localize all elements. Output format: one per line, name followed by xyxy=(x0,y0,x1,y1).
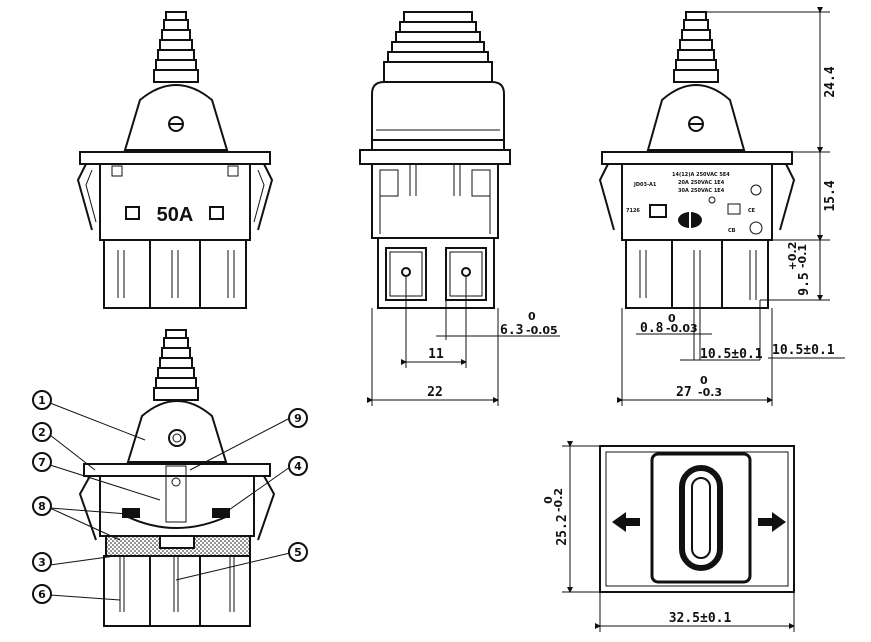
section-knob-stem xyxy=(153,329,199,401)
front-window-left xyxy=(125,206,140,220)
right-dim-height-pin: 9.5 xyxy=(797,272,812,295)
top-dim-width-lower: -0.2 xyxy=(552,488,565,512)
side-flange xyxy=(359,149,511,165)
right-view: 14(12)A 250VAC 5E4 20A 250VAC 1E4 30A 25… xyxy=(598,7,845,406)
callout-5: 5 xyxy=(288,542,308,562)
front-view: 50A xyxy=(76,11,274,309)
right-dim-pin-thickness: 0.8 xyxy=(640,321,664,336)
right-window xyxy=(649,204,667,218)
side-view: 11 22 6.3 0 -0.05 xyxy=(359,11,560,406)
section-skirt xyxy=(103,555,251,627)
right-dim-body-width: 27 xyxy=(676,385,692,400)
svg-text:8: 8 xyxy=(38,500,46,513)
right-rating-line-2: 20A 250VAC 1E4 xyxy=(678,180,725,186)
front-flange xyxy=(79,151,271,165)
callout-9: 9 xyxy=(288,408,308,428)
right-rating-line-3: 30A 250VAC 1E4 xyxy=(678,188,725,194)
right-flange xyxy=(601,151,793,165)
arrow-right-icon xyxy=(758,512,786,532)
right-dim-pin-thick-upper: 0 xyxy=(668,312,676,325)
right-skirt xyxy=(625,239,769,309)
svg-text:2: 2 xyxy=(38,426,46,439)
section-view: 1 2 7 8 3 6 9 4 xyxy=(32,329,308,627)
right-dim-pin-spacing-outer: 10.5±0.1 xyxy=(772,343,835,358)
right-body xyxy=(621,163,773,241)
front-skirt xyxy=(103,239,247,309)
svg-text:9: 9 xyxy=(294,412,302,425)
side-rocker-cap xyxy=(371,81,505,141)
right-rating-line-1: 14(12)A 250VAC 5E4 xyxy=(672,172,730,178)
right-cert2-icon xyxy=(749,221,763,235)
svg-text:7: 7 xyxy=(38,456,46,469)
top-view: 32.5±0.1 25.2 0 -0.2 xyxy=(542,441,795,632)
top-dim-width: 25.2 xyxy=(555,514,570,545)
svg-text:1: 1 xyxy=(38,394,46,407)
side-knob-stem xyxy=(383,11,493,83)
right-dim-pin-thick-lower: -0.03 xyxy=(666,322,698,335)
section-rocker-cap xyxy=(126,400,228,463)
arrow-left-icon xyxy=(612,512,640,532)
side-dim-terminal-upper: 0 xyxy=(528,310,536,323)
top-dim-length: 32.5±0.1 xyxy=(669,611,732,626)
side-dim-width: 22 xyxy=(427,385,443,400)
right-dim-height-mid: 15.4 xyxy=(823,180,838,211)
front-window-right xyxy=(209,206,224,220)
right-dim-height-pin-upper: +0.2 xyxy=(786,242,799,271)
top-rocker-slot xyxy=(679,465,723,571)
right-cb-mark: CB xyxy=(728,228,736,234)
callout-2: 2 xyxy=(32,422,52,442)
front-rating-label: 50A xyxy=(157,204,194,226)
front-knob-stem xyxy=(153,11,199,83)
svg-text:5: 5 xyxy=(294,546,302,559)
callout-1: 1 xyxy=(32,390,52,410)
callout-4: 4 xyxy=(288,456,308,476)
callout-8: 8 xyxy=(32,496,52,516)
side-dim-terminal-lower: -0.05 xyxy=(526,324,558,337)
callout-6: 6 xyxy=(32,584,52,604)
right-date-code: 7126 xyxy=(626,208,640,214)
right-dim-body-upper: 0 xyxy=(700,374,708,387)
right-dim-pin-spacing: 10.5±0.1 xyxy=(700,347,763,362)
svg-text:3: 3 xyxy=(38,556,46,569)
right-model-label: JD03-A1 xyxy=(633,182,657,188)
section-contact-right xyxy=(212,508,230,518)
top-dim-width-upper: 0 xyxy=(542,496,555,504)
right-dim-height-top: 24.4 xyxy=(823,66,838,97)
right-ce-mark: CE xyxy=(748,208,756,214)
callout-7: 7 xyxy=(32,452,52,472)
svg-text:6: 6 xyxy=(38,588,46,601)
side-dim-pitch: 11 xyxy=(428,347,444,362)
right-knob-stem xyxy=(673,11,719,83)
front-body xyxy=(99,163,251,241)
section-contact-left xyxy=(122,508,140,518)
svg-text:4: 4 xyxy=(294,460,302,473)
side-body xyxy=(371,163,499,239)
right-dim-body-lower: -0.3 xyxy=(698,386,722,399)
side-dim-terminal: 6.3 xyxy=(500,323,523,338)
right-cert-icon xyxy=(750,184,762,196)
right-dim-height-pin-lower: -0.1 xyxy=(796,244,809,268)
callout-3: 3 xyxy=(32,552,52,572)
